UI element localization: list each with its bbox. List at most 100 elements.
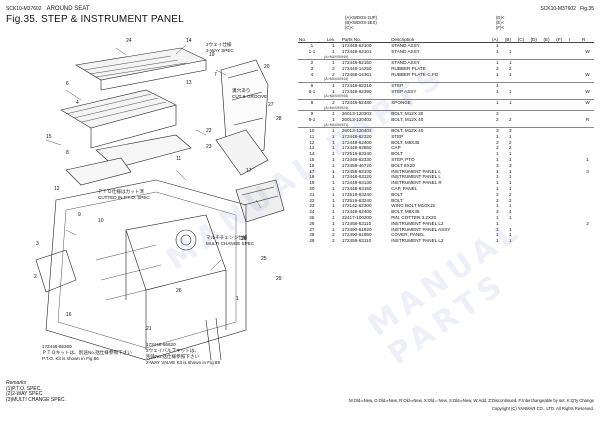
parts-table: No. Lev. Parts No. Description (A) (B) (… [298, 36, 594, 244]
variant-b: (B)<WDOS-2EX) [345, 20, 377, 25]
cell-a: 2 [496, 139, 499, 145]
cell-b: 2 [509, 145, 512, 151]
header-left: SCK10-M37602 AROUND SEAT [6, 6, 90, 12]
cell-b: 1 [509, 180, 512, 186]
cell-desc: COVER, PANEL [391, 232, 425, 238]
note-cut: 溝穴あり [232, 87, 250, 94]
cell-i [568, 109, 582, 117]
cell-b [503, 81, 517, 89]
cell-desc: STEP ASSY [391, 88, 417, 94]
cell-b: 2 [509, 197, 512, 203]
cell-b: 1 [509, 226, 512, 232]
note-pto-kit-partno: 172448-66360 [42, 344, 72, 349]
cell-lev: 1 [332, 186, 335, 192]
cell-a: 2 [496, 116, 499, 122]
serial-note-row: (A>M4X00921) [298, 123, 594, 128]
cell-pn: 172490-61920 [341, 226, 372, 232]
cell-r: W [585, 71, 590, 77]
callout-number: 28 [276, 116, 282, 122]
cell-no: 4 [310, 71, 314, 77]
cell-no: 8 [298, 98, 326, 106]
cell-f [555, 58, 569, 66]
cell-pn: 172458-63100 [341, 168, 372, 174]
cell-a: 3 [491, 126, 504, 134]
cell-a: 1 [496, 220, 499, 226]
cell-pn: 172448-62101 [341, 48, 372, 54]
cell-a: 1 [496, 71, 499, 77]
cell-lev: 2 [332, 65, 335, 71]
cell-lev: 1 [332, 191, 335, 197]
note-valve-kit-jp1: 2ウェイバルブキットは、 [146, 347, 199, 354]
cell-i [568, 81, 582, 89]
cell-pn: 172458-63110 [341, 238, 372, 244]
cell-lev: 2 [332, 71, 335, 77]
cell-pn: 26013-120302 [340, 109, 391, 117]
cell-b: 2 [509, 139, 512, 145]
cell-b: 1 [509, 151, 512, 157]
cell-e [542, 126, 556, 134]
cell-desc: STAND ASSY [390, 58, 491, 66]
cell-lev: 1 [332, 209, 335, 215]
cell-lev: 1 [325, 81, 341, 89]
cell-no: 14 [309, 151, 315, 157]
cell-c [516, 81, 530, 89]
cell-b: 1 [509, 215, 512, 221]
change-legend: M:Old⇒New, O:Old⇒New, R:Old⇒New, X:Old⇔N… [349, 398, 594, 403]
cell-b: 1 [503, 58, 517, 66]
cell-c [516, 58, 530, 66]
cell-no: 1 [298, 41, 326, 49]
cell-d [529, 41, 543, 49]
note-pto-kit-en: P.T.O. Kit is shown in Fig.86 [42, 356, 99, 361]
cell-a: 1 [496, 186, 499, 192]
variant-c: (C)< [345, 25, 354, 30]
cell-r: 2 [586, 220, 589, 226]
remarks: Remarks (1)P.T.O. SPEC. (2)2-WAY SPEC. (… [6, 380, 66, 403]
cell-no: 22 [309, 197, 315, 203]
cell-pn: 172448-63130 [341, 180, 372, 186]
cell-a: 1 [491, 58, 504, 66]
note-pto-kit-jp: ＰＴＯキットは、別途No.括仕様参照下さい [42, 349, 132, 356]
variant-list-right: (D)< (E)< (F)< [496, 15, 504, 30]
callout-number: 1 [236, 296, 239, 302]
cell-d [529, 109, 543, 117]
cell-r: R [585, 116, 590, 122]
callout-number: 27 [268, 102, 274, 108]
cell-a: 3 [496, 162, 499, 168]
cell-f [555, 126, 569, 134]
cell-e [542, 58, 556, 66]
cell-lev: 1 [332, 157, 335, 163]
cell-pn: 172458-63110 [341, 220, 372, 226]
cell-no: 3 [310, 65, 314, 71]
cell-lev: 1 [332, 197, 335, 203]
cell-d [529, 81, 543, 89]
cell-b [503, 41, 517, 49]
cell-no: 6-1 [308, 88, 316, 94]
note-valve-kit-partno: 172448-66620 [146, 342, 176, 347]
cell-a: 4 [496, 209, 499, 215]
cell-lev: 1 [325, 41, 341, 49]
figure-title: Fig.35. STEP & INSTRUMENT PANEL [6, 14, 184, 25]
cell-lev: 1 [332, 116, 335, 122]
cell-no: 2 [298, 58, 326, 66]
cell-pn: 172458-46720 [341, 162, 372, 168]
cell-pn: 172448-62390 [341, 88, 372, 94]
cell-a: 1 [496, 174, 499, 180]
cell-b: 1 [509, 157, 512, 163]
cell-f [555, 98, 569, 106]
callout-number: 25 [261, 256, 267, 262]
cell-f [555, 109, 569, 117]
cell-d [529, 58, 543, 66]
cell-d [529, 98, 543, 106]
cell-b: 2 [509, 116, 512, 122]
cell-a: 1 [496, 226, 499, 232]
cell-r [581, 41, 594, 49]
